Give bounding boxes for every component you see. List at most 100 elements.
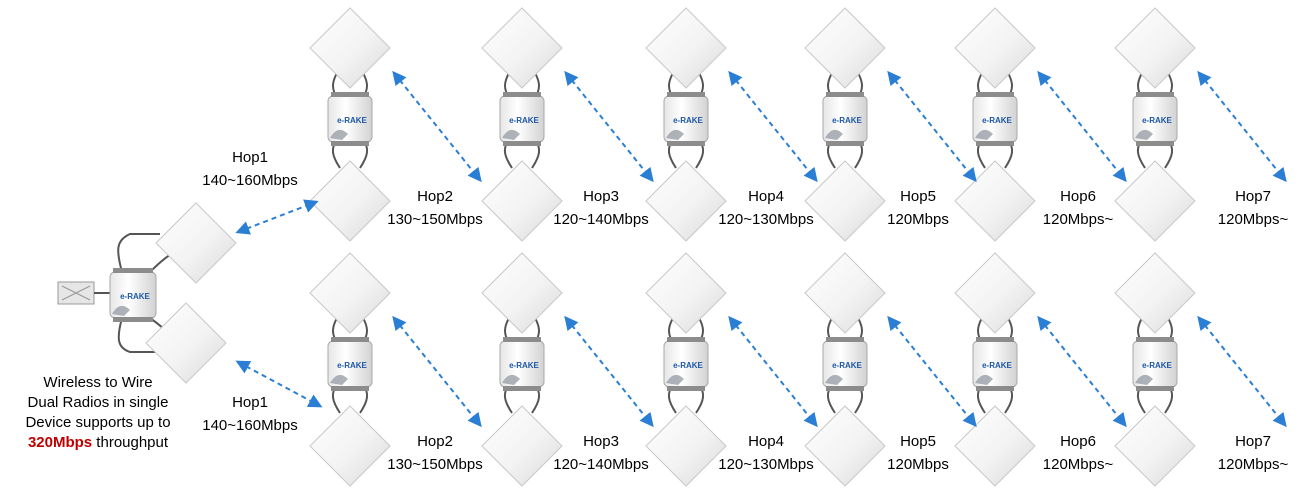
brand-logo: e-RAKE: [832, 361, 862, 370]
hop-rate: 130~150Mbps: [387, 456, 483, 473]
device-caption: Wireless to Wire Dual Radios in single D…: [0, 373, 196, 453]
caption-line-4: 320Mbps throughput: [0, 433, 196, 453]
antenna-panel-lower: [645, 405, 727, 487]
base-antenna-lower: [145, 302, 227, 384]
antenna-panel-lower: [645, 160, 727, 242]
brand-logo: e-RAKE: [982, 116, 1012, 125]
wireless-link-arrow: [728, 70, 818, 183]
antenna-panel-lower: [309, 160, 391, 242]
wireless-link-arrow: [1197, 315, 1287, 428]
relay-node-r2-4: e-RAKE: [804, 252, 886, 487]
radio-unit: e-RAKE: [109, 268, 157, 322]
brand-logo: e-RAKE: [337, 116, 367, 125]
radio-unit: e-RAKE: [327, 92, 373, 146]
antenna-panel-upper: [804, 252, 886, 334]
antenna-panel-upper: [481, 7, 563, 89]
radio-unit: e-RAKE: [822, 92, 868, 146]
hop-name: Hop3: [583, 433, 619, 450]
hop-rate: 120Mbps: [887, 456, 949, 473]
radio-unit: e-RAKE: [822, 337, 868, 391]
brand-logo: e-RAKE: [1142, 361, 1172, 370]
wireless-link-arrow: [564, 315, 654, 428]
hop-name: Hop4: [748, 433, 784, 450]
caption-line-2: Dual Radios in single: [27, 394, 169, 411]
relay-node-r2-3: e-RAKE: [645, 252, 727, 487]
wireless-link-arrow: [564, 70, 654, 183]
hop-name: Hop4: [748, 188, 784, 205]
brand-logo: e-RAKE: [673, 116, 703, 125]
hop-label: Hop4 120~130Mbps: [691, 185, 841, 231]
hop-name: Hop1: [232, 149, 268, 166]
antenna-panel-upper: [309, 252, 391, 334]
antenna-panel-lower: [804, 405, 886, 487]
relay-node-r1-6: e-RAKE: [1114, 7, 1196, 242]
antenna-panel-upper: [1114, 7, 1196, 89]
throughput-suffix: throughput: [92, 434, 169, 451]
radio-unit: e-RAKE: [499, 337, 545, 391]
hop-label: Hop2 130~150Mbps: [360, 185, 510, 231]
hop-rate: 120Mbps: [887, 211, 949, 228]
hop-label: Hop3 120~140Mbps: [526, 185, 676, 231]
radio-unit: e-RAKE: [972, 337, 1018, 391]
wireless-link-arrow: [392, 70, 482, 183]
wireless-link-arrow: [887, 315, 977, 428]
hop-label: Hop5 120Mbps: [843, 430, 993, 476]
wireless-link-arrow: [392, 315, 482, 428]
hop-label: Hop6 120Mbps~: [1003, 185, 1153, 231]
brand-logo: e-RAKE: [120, 292, 150, 301]
relay-node-r1-4: e-RAKE: [804, 7, 886, 242]
hop-rate: 130~150Mbps: [387, 211, 483, 228]
brand-logo: e-RAKE: [509, 116, 539, 125]
brand-logo: e-RAKE: [673, 361, 703, 370]
antenna-panel-lower: [481, 160, 563, 242]
hop-name: Hop5: [900, 433, 936, 450]
base-station: e-RAKE: [57, 202, 237, 384]
throughput-value: 320Mbps: [27, 434, 93, 451]
caption-line-3: Device supports up to: [25, 414, 171, 431]
hop-name: Hop2: [417, 188, 453, 205]
antenna-panel-upper: [645, 7, 727, 89]
radio-unit: e-RAKE: [663, 92, 709, 146]
radio-unit: e-RAKE: [972, 92, 1018, 146]
hop-name: Hop5: [900, 188, 936, 205]
hop-rate: 120~140Mbps: [553, 211, 649, 228]
hop-rate: 140~160Mbps: [202, 417, 298, 434]
hop-name: Hop6: [1060, 433, 1096, 450]
ethernet-switch-icon: [57, 281, 95, 305]
hop-rate: 120~130Mbps: [718, 211, 814, 228]
hop-name: Hop7: [1235, 433, 1271, 450]
brand-logo: e-RAKE: [832, 116, 862, 125]
relay-node-r1-5: e-RAKE: [954, 7, 1036, 242]
hop-rate: 120Mbps~: [1042, 211, 1114, 228]
relay-node-r2-1: e-RAKE: [309, 252, 391, 487]
brand-logo: e-RAKE: [509, 361, 539, 370]
hop-name: Hop6: [1060, 188, 1096, 205]
relay-node-r1-3: e-RAKE: [645, 7, 727, 242]
antenna-panel-upper: [954, 252, 1036, 334]
hop-rate: 140~160Mbps: [202, 172, 298, 189]
hop-rate: 120Mbps~: [1217, 211, 1289, 228]
hop-name: Hop3: [583, 188, 619, 205]
hop-rate: 120~130Mbps: [718, 456, 814, 473]
relay-node-r1-2: e-RAKE: [481, 7, 563, 242]
antenna-panel-upper: [645, 252, 727, 334]
antenna-panel-upper: [954, 7, 1036, 89]
brand-logo: e-RAKE: [1142, 116, 1172, 125]
caption-line-1: Wireless to Wire: [43, 374, 153, 391]
radio-unit: e-RAKE: [663, 337, 709, 391]
antenna-panel-upper: [1114, 252, 1196, 334]
wireless-link-arrow: [887, 70, 977, 183]
wireless-link-arrow: [728, 315, 818, 428]
hop-rate: 120Mbps~: [1217, 456, 1289, 473]
relay-node-r1-1: e-RAKE: [309, 7, 391, 242]
wireless-link-arrow: [235, 199, 319, 235]
wireless-link-arrow: [235, 360, 323, 408]
radio-unit: e-RAKE: [1132, 337, 1178, 391]
antenna-panel-lower: [481, 405, 563, 487]
